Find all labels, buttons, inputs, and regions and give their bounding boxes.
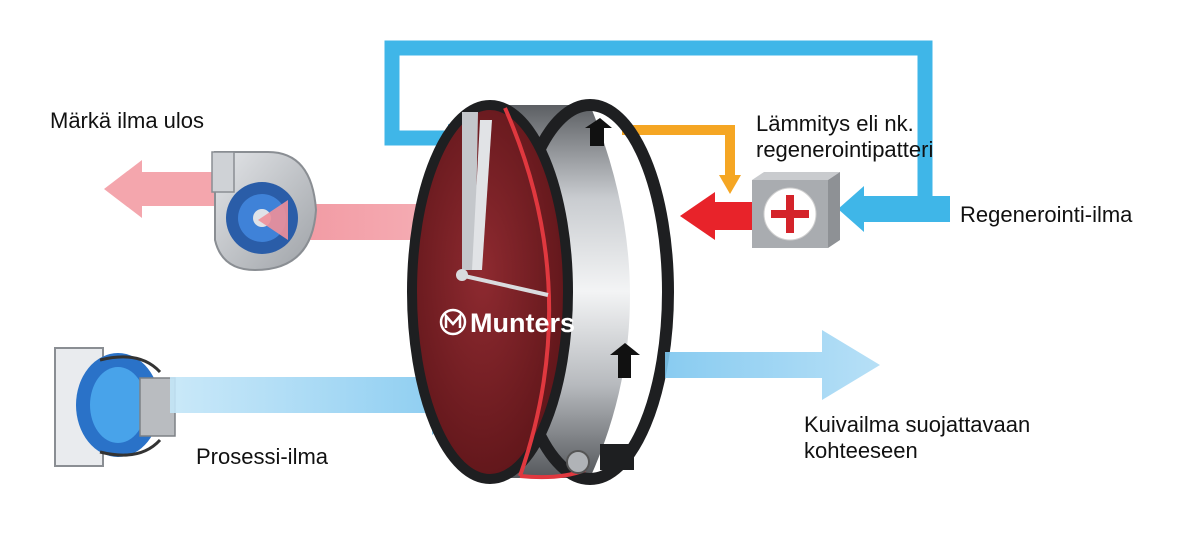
regeneration-air-text: Regenerointi-ilma	[960, 202, 1133, 227]
dry-air-label-line1: Kuivailma suojattavaan	[804, 412, 1031, 437]
hot-air-pipe	[622, 125, 741, 194]
heating-label-line2: regenerointipatteri	[756, 137, 934, 162]
process-air-arrow	[170, 355, 488, 435]
process-fan	[54, 347, 176, 467]
heating-coil-label: Lämmitys eli nk. regenerointipatteri	[756, 111, 933, 163]
regeneration-fan	[211, 151, 318, 272]
plus-icon	[771, 195, 809, 233]
process-air-text: Prosessi-ilma	[196, 444, 329, 469]
brand-text: Munters	[470, 308, 575, 338]
regeneration-heater	[752, 172, 840, 248]
heating-label-line1: Lämmitys eli nk.	[756, 111, 914, 136]
dry-air-label-line2: kohteeseen	[804, 438, 918, 463]
process-air-label: Prosessi-ilma	[196, 444, 328, 470]
dry-air-label: Kuivailma suojattavaan kohteeseen	[804, 412, 1030, 464]
rotation-arrow-bottom	[610, 343, 640, 378]
regeneration-air-label: Regenerointi-ilma	[960, 202, 1132, 228]
desiccant-rotor	[407, 99, 674, 485]
wet-air-fan-arrow	[258, 200, 288, 240]
munters-logo: Munters	[439, 308, 575, 338]
drive-belt	[519, 444, 634, 480]
wet-air-out-text: Märkä ilma ulos	[50, 108, 205, 133]
wet-air-out-label: Märkä ilma ulos	[50, 108, 204, 134]
rotation-arrow-top	[585, 118, 612, 146]
hot-air-arrow	[680, 192, 762, 240]
regeneration-air-inlet-arrow	[838, 186, 950, 232]
dry-air-outlet-arrow	[665, 330, 880, 400]
